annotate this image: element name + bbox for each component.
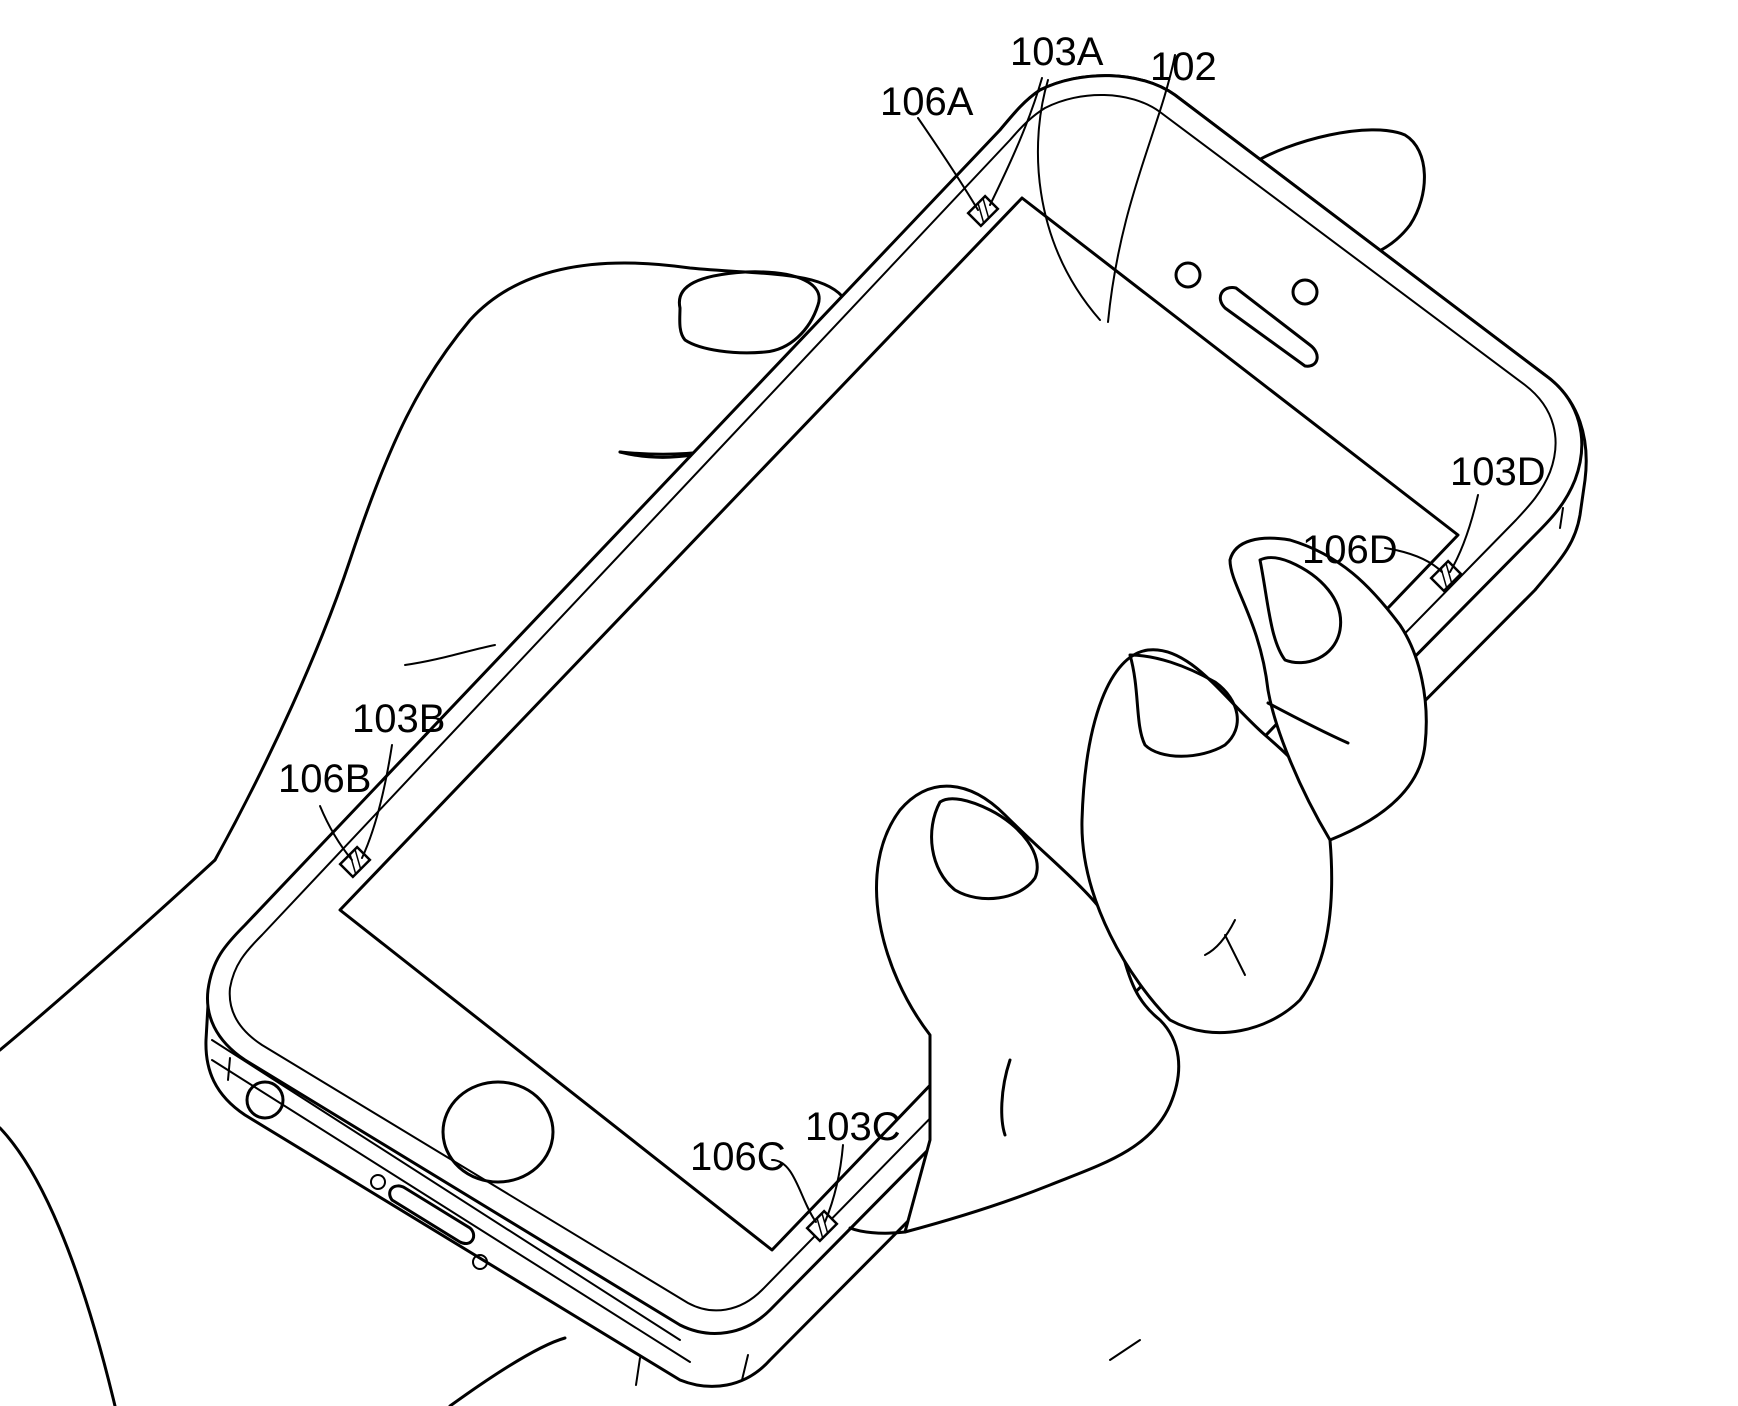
proximity-sensor-icon xyxy=(1291,278,1319,306)
fingers-front xyxy=(848,536,1428,1235)
label-106c: 106C xyxy=(690,1135,786,1179)
lightning-port xyxy=(388,1184,476,1245)
speaker-hole xyxy=(472,1254,488,1270)
leader-lines xyxy=(319,54,1479,1223)
forearm xyxy=(0,858,567,1406)
label-103d: 103D xyxy=(1450,450,1546,494)
back-finger-top xyxy=(1248,128,1426,262)
home-button[interactable] xyxy=(441,1080,555,1184)
label-106d: 106D xyxy=(1302,528,1398,572)
label-106b: 106B xyxy=(278,757,371,801)
headphone-jack-icon xyxy=(245,1080,285,1120)
label-103a: 103A xyxy=(1010,30,1104,74)
display-screen xyxy=(338,196,1460,1252)
front-camera-icon xyxy=(1174,261,1202,289)
label-106a: 106A xyxy=(880,80,974,124)
earpiece-speaker xyxy=(1218,286,1319,368)
sensor-pad-d xyxy=(1429,559,1463,593)
microphone-hole xyxy=(370,1174,386,1190)
reference-labels: 102 103A 106A 103D 106D 103B 106B 103C 1… xyxy=(278,30,1546,1179)
sensor-pad-c xyxy=(805,1209,839,1243)
label-102: 102 xyxy=(1150,45,1217,89)
label-103c: 103C xyxy=(805,1105,901,1149)
phone-body[interactable] xyxy=(204,74,1588,1388)
sensor-pads xyxy=(338,194,1463,1243)
label-103b: 103B xyxy=(352,697,445,741)
